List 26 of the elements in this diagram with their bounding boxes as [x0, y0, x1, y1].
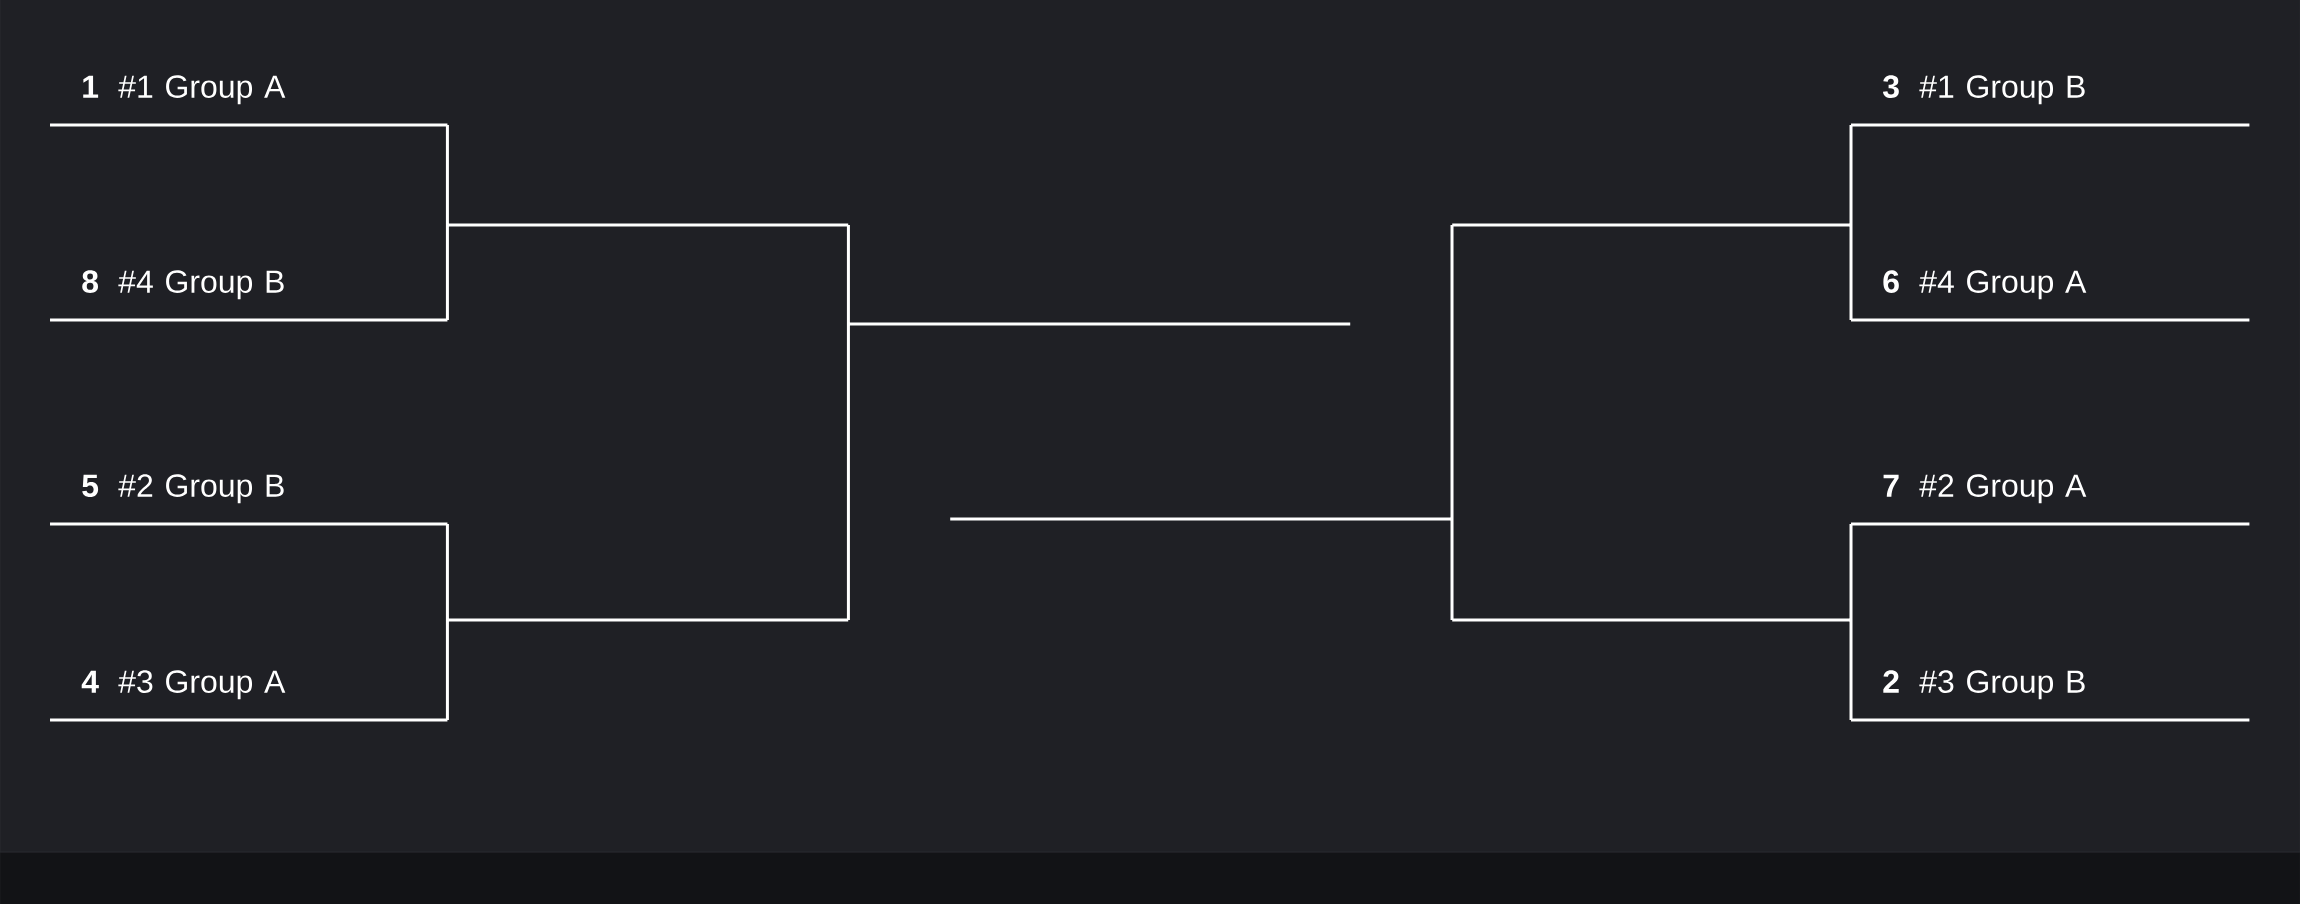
bracket-connector	[1849, 125, 1853, 227]
team-slot: 1 #1 Group A	[50, 75, 448, 127]
bracket-line	[447, 223, 849, 227]
team-slot: 8 #4 Group B	[50, 270, 448, 322]
team-slot: 7 #2 Group A	[1851, 474, 2250, 526]
bracket-line	[447, 618, 849, 622]
bracket-connector	[1849, 524, 1853, 622]
bracket-connector	[445, 223, 449, 320]
bracket-line	[950, 517, 1453, 521]
bracket-connector	[1849, 618, 1853, 720]
team-slot: 2 #3 Group B	[1851, 670, 2250, 722]
team-slot: 4 #3 Group A	[50, 670, 448, 722]
bracket-connector	[445, 125, 449, 227]
bracket-line	[848, 322, 1351, 326]
bracket-connector	[445, 524, 449, 622]
bracket-connector	[1450, 517, 1454, 620]
bracket-line	[1452, 223, 1852, 227]
bracket-connector	[846, 225, 850, 326]
team-slot: 5 #2 Group B	[50, 474, 448, 526]
bracket-line	[1452, 618, 1852, 622]
bracket-connector	[1450, 225, 1454, 521]
bracket-connector	[846, 322, 850, 620]
bracket-connector	[1849, 223, 1853, 320]
team-slot: 3 #1 Group B	[1851, 75, 2250, 127]
bracket-connector	[445, 618, 449, 720]
team-slot: 6 #4 Group A	[1851, 270, 2250, 322]
